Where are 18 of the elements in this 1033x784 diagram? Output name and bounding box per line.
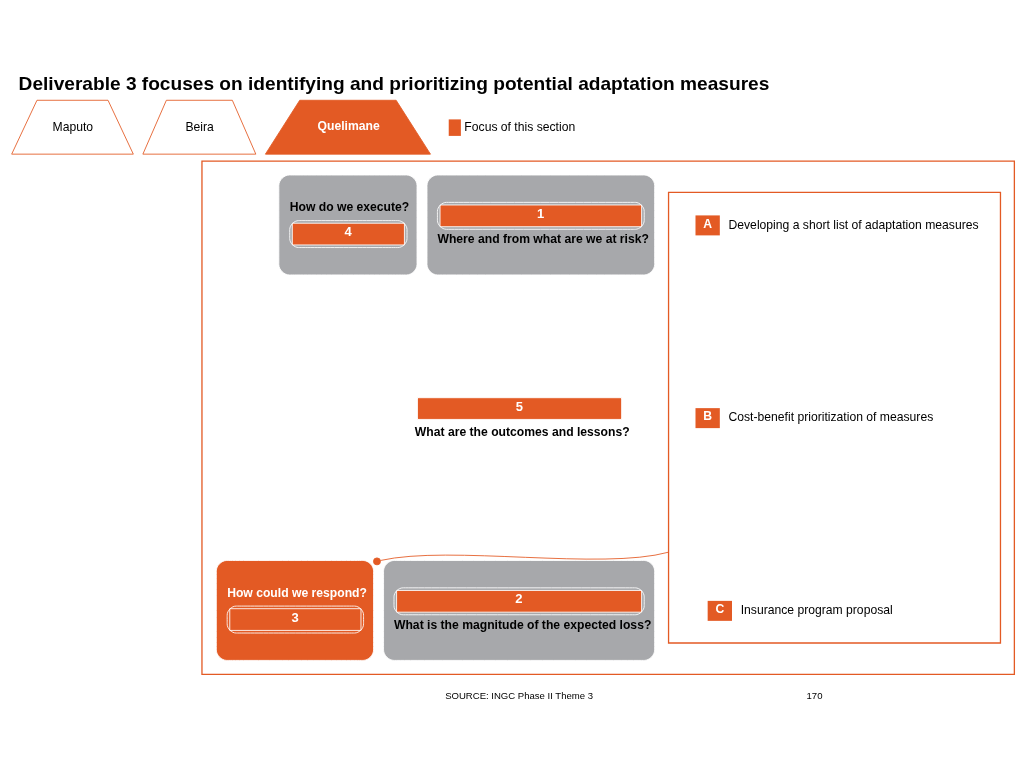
cluster [201, 159, 1015, 675]
legend-label: Focus of this section [464, 119, 576, 134]
node-box: 1 Where and from what are we at risk? [426, 174, 656, 275]
node-box: B [695, 407, 720, 428]
node-box: 2 What is the magnitude of the expected loss? [383, 559, 656, 661]
node-label: Cost-benefit prioritization of measures [728, 409, 934, 424]
node-text: 5 What are the outcomes and lessons? [414, 398, 630, 439]
label: 170 [806, 689, 823, 701]
label: SOURCE: INGC Phase II Theme 3 [445, 689, 594, 701]
diagram-title: Deliverable 3 focuses on identifying and prioritizing potential adaptation measures [18, 72, 770, 94]
node-box: How could we respond? 3 [215, 559, 374, 661]
connector [373, 551, 669, 565]
node-label: Developing a short list of adaptation measures [728, 217, 979, 232]
node-label: Insurance program proposal [740, 602, 893, 617]
node-box: C [707, 600, 732, 621]
node-box: A [695, 214, 720, 235]
node-box: How do we execute? 4 [278, 174, 418, 275]
cluster [667, 191, 1002, 644]
